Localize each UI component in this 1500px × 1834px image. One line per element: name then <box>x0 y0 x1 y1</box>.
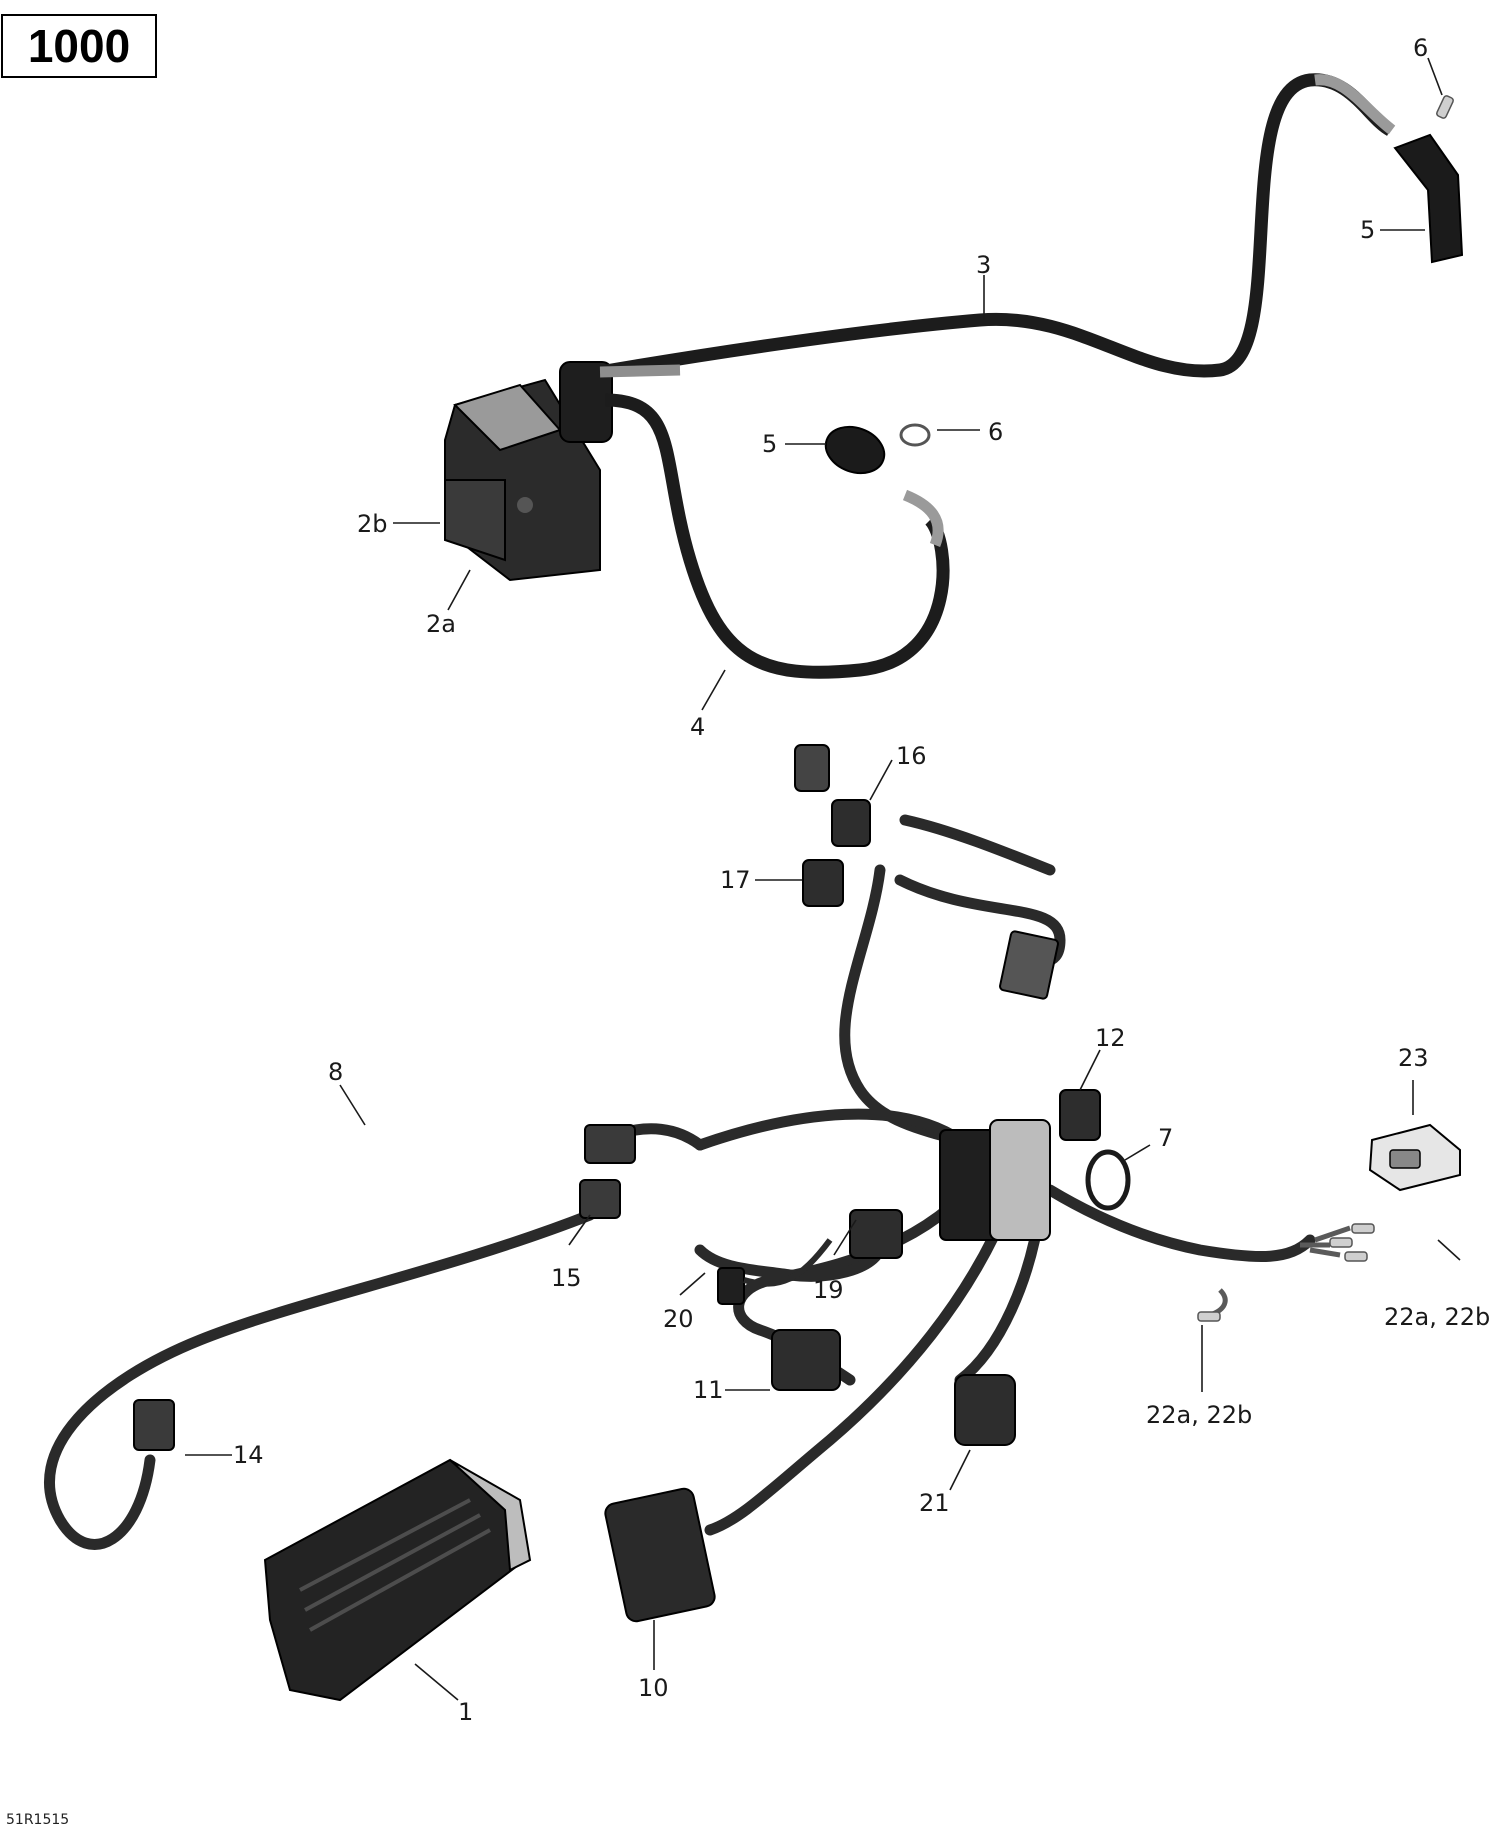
callout-19: 19 <box>813 1276 844 1304</box>
leader-lines <box>185 57 1461 1701</box>
callout-6-upper: 6 <box>1413 34 1428 62</box>
connector-17 <box>802 859 844 907</box>
clip-middle <box>899 423 931 447</box>
ecm-module-1 <box>263 1458 532 1702</box>
ignition-coil <box>444 361 613 582</box>
sensor-20 <box>717 1238 833 1305</box>
callout-6-middle: 6 <box>988 418 1003 446</box>
callout-3: 3 <box>976 251 991 279</box>
callout-7: 7 <box>1158 1124 1173 1152</box>
main-harness <box>44 814 1316 1550</box>
callout-2a: 2a <box>426 610 456 638</box>
spark-plug-wire-3 <box>598 73 1394 379</box>
document-code: 51R1515 <box>6 1812 70 1828</box>
spark-plug-cap-upper <box>1393 133 1464 264</box>
fuse-loop-7 <box>1085 1149 1131 1211</box>
connector-11 <box>771 1329 841 1391</box>
callout-17: 17 <box>720 866 751 894</box>
callout-22-lower: 22a, 22b <box>1146 1401 1252 1429</box>
callout-8: 8 <box>328 1058 343 1086</box>
callout-14: 14 <box>233 1441 264 1469</box>
terminals-22 <box>1197 1223 1375 1322</box>
sensor-19 <box>849 1209 903 1259</box>
callout-15: 15 <box>551 1264 582 1292</box>
connector-15 <box>579 1179 621 1219</box>
callout-23: 23 <box>1398 1044 1429 1072</box>
callout-labels: 6 5 3 5 6 2b 2a 4 16 17 12 23 7 8 15 20 … <box>233 34 1490 1726</box>
callout-12: 12 <box>1095 1024 1126 1052</box>
callout-5-middle: 5 <box>762 430 777 458</box>
callout-20: 20 <box>663 1305 694 1333</box>
callout-16: 16 <box>896 742 927 770</box>
callout-2b: 2b <box>357 510 388 538</box>
callout-4: 4 <box>690 713 705 741</box>
model-title-box: 1000 <box>1 14 157 78</box>
connector-10 <box>604 1487 716 1623</box>
callout-21: 21 <box>919 1489 950 1517</box>
spark-plug-wire-4 <box>604 393 950 679</box>
ecm-connector <box>939 1119 1051 1241</box>
spark-plug-cap-middle <box>824 425 886 475</box>
callout-11: 11 <box>693 1376 724 1404</box>
callout-22-right: 22a, 22b <box>1384 1303 1490 1331</box>
connector-12 <box>1059 1089 1101 1141</box>
connector-21 <box>954 1374 1016 1446</box>
clip-upper <box>1436 95 1454 119</box>
connector-23 <box>1368 1123 1461 1192</box>
connector-branch <box>999 930 1059 1000</box>
callout-5-upper: 5 <box>1360 216 1375 244</box>
connector-14 <box>133 1399 175 1451</box>
callout-1: 1 <box>458 1698 473 1726</box>
connector-16 <box>794 744 871 847</box>
callout-10: 10 <box>638 1674 669 1702</box>
